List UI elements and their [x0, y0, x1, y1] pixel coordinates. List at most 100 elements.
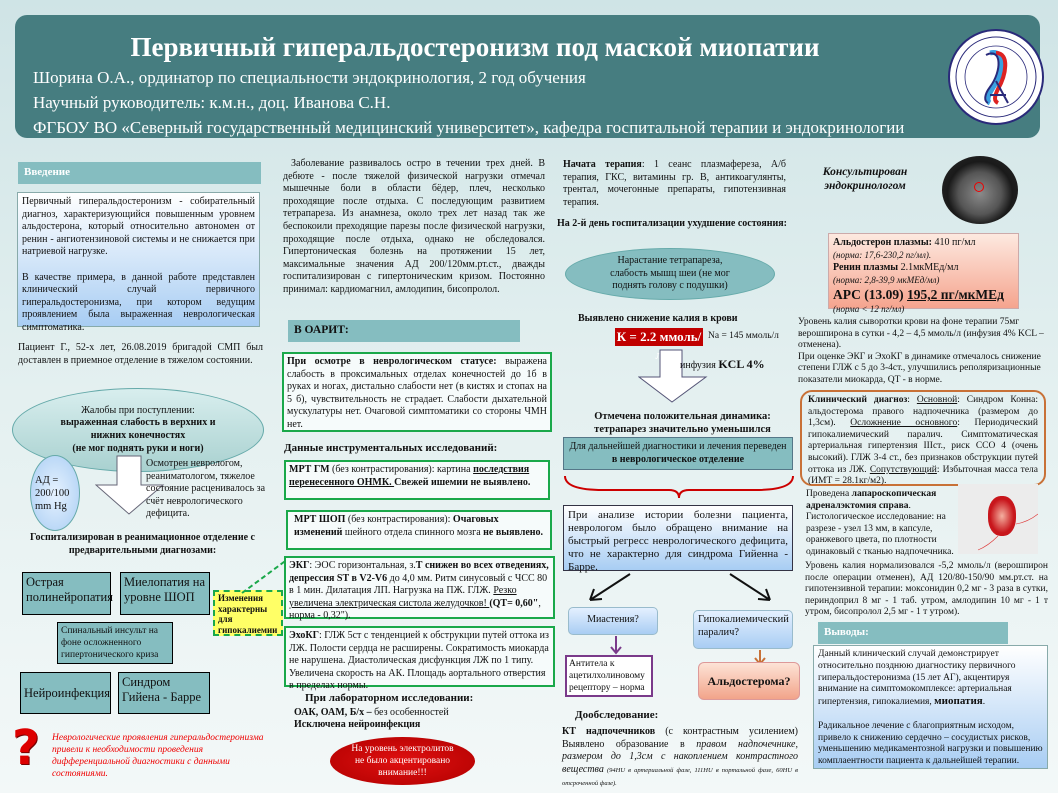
dx-text: : Избыточная масса тела (ИМТ = 28.1кг/м2…: [808, 464, 1038, 487]
diagnosis-box: Миелопатия на уровне ШОП: [120, 572, 210, 615]
instrumental-heading: Данные инструментальных исследований:: [284, 442, 498, 454]
transfer-dept: в неврологическое отделение: [611, 453, 745, 465]
normalized-text: Уровень калия нормализовался -5,2 ммоль/…: [805, 561, 1048, 618]
infusion-drug: KCL 4%: [718, 357, 765, 371]
supervisor: Научный руководитель: к.м.н., доц. Ивано…: [33, 93, 391, 112]
poster-title: Первичный гиперальдостеронизм под маской…: [130, 32, 820, 62]
lab-text: без особенностей: [371, 707, 449, 718]
conclusion-text: .: [982, 697, 986, 708]
sodium-value: Na = 145 ммоль/л: [708, 331, 779, 341]
flow-arrows: [589, 573, 771, 666]
k-found-text: Выявлено снижение калия в крови: [578, 313, 738, 324]
bp-circle: АД = 200/100 mm Hg: [30, 455, 80, 531]
ct-label: КТ надпочечников: [562, 726, 656, 737]
down-arrow-icon: [638, 349, 708, 403]
neuro-text: выражена слабость в проксимальных отдела…: [287, 356, 547, 430]
hormones-box: Альдостерон плазмы: 410 пг/мл (норма: 17…: [828, 233, 1019, 314]
dx-text: : Периодический гипокалиемический парали…: [808, 418, 1038, 475]
echo-label: ЭхоКГ: [289, 630, 320, 641]
diagnosis-box: Спинальный инсульт на фоне осложненного …: [57, 622, 173, 664]
positive-dynamics: Отмечена положительная динамика: тетрапа…: [594, 411, 771, 435]
mri-label: МРТ ШОП: [294, 514, 346, 525]
aldosterone-norm: (норма: 17,6-230,2 пг/мл).: [833, 250, 932, 260]
mri-text: (без контрастирования): картина: [329, 464, 474, 475]
ct-hu: (94HU в артериальной фазе, 111HU в порта…: [562, 766, 798, 788]
complaints-main: выраженная слабость в верхних и нижних к…: [60, 417, 216, 441]
ecg-text: , норма - 0,32").: [289, 597, 541, 622]
lab-heading: При лабораторном исследовании:: [305, 692, 474, 704]
history-text: Заболевание развивалось остро в течении …: [283, 158, 545, 295]
therapy-body: : 1 сеанс плазмафереза, А/б терапия, ГКС…: [563, 159, 787, 208]
ct-text: КТ надпочечников (с контрастным усиление…: [562, 726, 798, 791]
dx-comorbid: Сопутствующий: [869, 464, 937, 475]
exam-note: Осмотрен неврологом, реаниматологом, тяж…: [146, 458, 266, 520]
mri-finding: Очаговых изменений: [294, 514, 499, 538]
hypokalemia-note: Изменения характерны для гипокалиемии: [213, 590, 283, 636]
lab-result: ОАК, ОАМ, Б/х – без особенностей: [294, 707, 449, 720]
poster-header: [15, 15, 1040, 138]
hospitalized-text: Госпитализирован в реанимационное отделе…: [30, 532, 255, 556]
neuro-status-box: При осмотре в неврологическом статусе: в…: [282, 352, 552, 432]
ecg-text: до 4,0 мм. Ритм синусовый с ЧСС 80 в 1 м…: [289, 572, 548, 597]
ecg-finding: Т снижен во всех отведениях, депрессия S…: [289, 560, 549, 584]
ecg-dynamics-text: При оценке ЭКГ и ЭхоКГ в динамике отмеча…: [798, 351, 1041, 385]
infusion-text: инфузия KCL 4%: [680, 357, 765, 372]
dx-main: Основной: [916, 395, 958, 405]
surgery-text: Проведена лапароскопическая адреналэктом…: [806, 489, 956, 559]
intro-heading: Введение: [18, 162, 261, 184]
renin-value: 2.1мкМЕд/мл: [898, 262, 959, 273]
hypokalemic-paralysis-box: Гипокалиемический паралич?: [693, 610, 793, 649]
ecg-text: : ЭОС горизонтальная, з.: [309, 560, 416, 571]
transfer-box: Для дальнейшей диагностики и лечения пер…: [563, 437, 793, 470]
brace-icon: [564, 475, 794, 499]
day2-heading: На 2-й день госпитализации ухудшение сос…: [557, 218, 787, 229]
dx-complication: Осложнение основного: [850, 418, 958, 429]
mri-text: шейного отдела спинного мозга: [342, 526, 484, 538]
diagnosis-box: Синдром Гийена - Барре: [118, 672, 210, 714]
intro-paragraph: В качестве примера, в данной работе пред…: [22, 271, 255, 333]
surgery-text-part: Проведена: [806, 489, 852, 499]
aldosteroma-box: Альдостерома?: [698, 662, 800, 700]
author: Шорина О.А., ординатор по специальности …: [33, 68, 586, 87]
dx-label: Клинический диагноз: [808, 395, 908, 405]
diagnosis-box: Острая полинейропатия: [22, 572, 113, 615]
renin-label: Ренин плазмы: [833, 262, 899, 273]
dashed-connector: [241, 558, 289, 594]
therapy-label: Начата терапия: [563, 159, 642, 170]
patient-text: Пациент Г., 52-х лет, 26.08.2019 бригадо…: [18, 342, 263, 366]
mri-finding: последствия перенесенного ОНМК.: [289, 464, 530, 488]
aldosterone-value: 410 пг/мл: [932, 237, 976, 248]
institution: ФГБОУ ВО «Северный государственный медиц…: [33, 118, 905, 137]
aldosterone-label: Альдостерон плазмы:: [833, 237, 932, 248]
therapy-text: Начата терапия: 1 сеанс плазмафереза, А/…: [563, 159, 786, 209]
endo-consult: Консультирован эндокринологом: [822, 166, 908, 192]
echo-box: ЭхоКГ: ГЛЖ 5ст с тенденцией к обструкции…: [284, 626, 555, 691]
electrolytes-alert: На уровень электролитов не было акцентир…: [330, 737, 475, 785]
conclusion-text: Данный клинический случай демонстрирует …: [818, 649, 1016, 708]
lab-label: ОАК, ОАМ, Б/х –: [294, 707, 372, 718]
infusion-label: инфузия: [680, 360, 719, 371]
ecg-label: ЭКГ: [289, 560, 310, 571]
transfer-text: Для дальнейшей диагностики и лечения пер…: [569, 441, 787, 452]
question-note: Неврологические проявления гиперальдосте…: [52, 733, 264, 779]
down-arrow-icon: [95, 455, 165, 515]
complaints-note: (не мог поднять руки и ноги): [72, 442, 204, 454]
ct-finding: правом надпочечнике, размером до 1,3см с…: [562, 738, 798, 775]
lab-result: Исключена нейроинфекция: [294, 719, 421, 730]
ct-scan-image: [942, 156, 1018, 224]
potassium-text: Уровень калия сыворотки крови на фоне те…: [798, 317, 1044, 350]
mri-spine-box: МРТ ШОП (без контрастирования): Очаговых…: [286, 510, 552, 550]
mri-brain-box: МРТ ГМ (без контрастирования): картина п…: [284, 460, 550, 500]
dx-text: :: [907, 395, 917, 405]
myasthenia-box: Миастения?: [568, 607, 658, 635]
echo-text: : ГЛЖ 5ст с тенденцией к обструкции путе…: [289, 630, 549, 692]
conclusion-emphasis: миопатия: [934, 695, 983, 708]
antibodies-box: Антитела к ацетилхолиновому рецептору – …: [565, 655, 653, 697]
arr-norm: (норма < 12 пг/мл): [833, 304, 905, 314]
further-exam-heading: Дообследование:: [575, 709, 659, 721]
arr-value: 195,2 пг/мкМЕд: [907, 287, 1004, 302]
worsening-ellipse: Нарастание тетрапареза, слабость мышц ше…: [565, 248, 775, 300]
university-logo: [948, 29, 1044, 125]
mri-label: МРТ ГМ: [289, 464, 330, 475]
conclusions-box: Данный клинический случай демонстрирует …: [813, 645, 1048, 769]
